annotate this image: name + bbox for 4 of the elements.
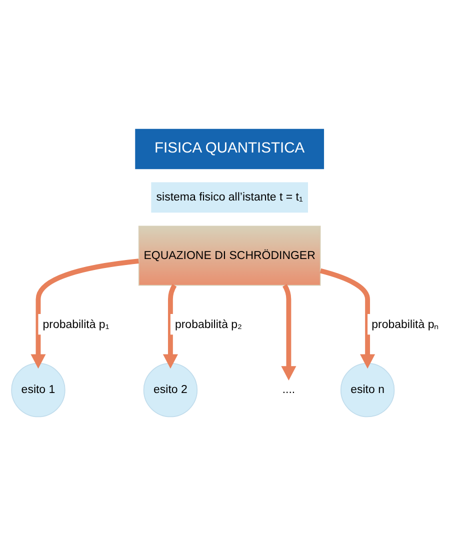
edge-label: probabilità pₙ: [372, 318, 440, 331]
edge-label: probabilità p₂: [174, 318, 242, 331]
edge-label: probabilità p₁: [42, 318, 110, 331]
node-text: ....: [282, 384, 296, 396]
